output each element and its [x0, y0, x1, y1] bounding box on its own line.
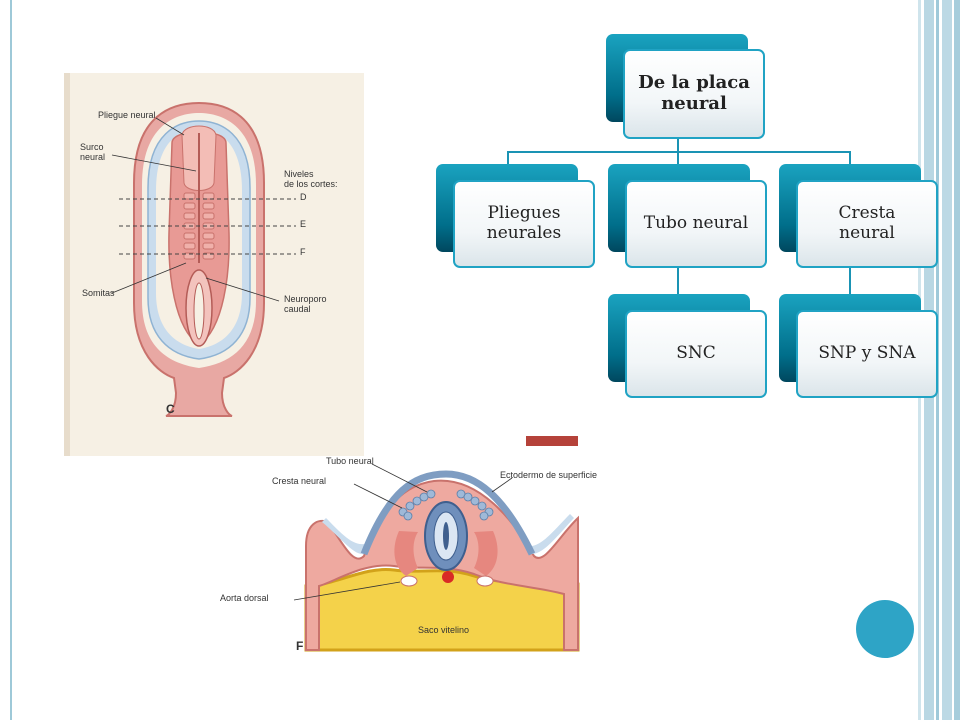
- connector-tubo-snc: [677, 268, 679, 294]
- label-saco-vitelino: Saco vitelino: [418, 625, 470, 635]
- figure-f-letter: F: [296, 639, 304, 653]
- node-snp-sna-label: SNP y SNA: [796, 310, 938, 398]
- label-neuroporo-caudal: Neuroporo caudal: [284, 294, 327, 314]
- label-level-e: E: [300, 219, 307, 229]
- figure-c-letter: C: [166, 402, 175, 416]
- connector-root-stem: [677, 138, 679, 152]
- node-root-label: De la placa neural: [623, 49, 765, 139]
- connector-branch-left: [507, 151, 509, 165]
- label-ectodermo-superficie: Ectodermo de superficie: [500, 470, 598, 480]
- label-tubo-neural: Tubo neural: [326, 456, 374, 466]
- node-snc-label: SNC: [625, 310, 767, 398]
- figure-c-embryo: Pliegue neural Surco neural Niveles de l…: [64, 73, 364, 456]
- label-surco-neural: Surco neural: [80, 142, 106, 162]
- slide-circle-button[interactable]: [856, 600, 914, 658]
- connector-branch-middle: [677, 151, 679, 165]
- node-tubo-neural-label: Tubo neural: [625, 180, 767, 268]
- connector-branch-right: [849, 151, 851, 165]
- label-niveles-cortes: Niveles de los cortes:: [284, 169, 338, 189]
- label-level-f: F: [300, 247, 306, 257]
- left-border-line: [10, 0, 12, 720]
- node-pliegues-neurales-label: Pliegues neurales: [453, 180, 595, 268]
- label-pliegue-neural: Pliegue neural: [98, 110, 156, 120]
- node-cresta-neural-label: Cresta neural: [796, 180, 938, 268]
- figure-f-cross-section: Tubo neural Cresta neural Ectodermo de s…: [214, 436, 614, 656]
- label-level-d: D: [300, 192, 307, 202]
- label-cresta-neural: Cresta neural: [272, 476, 327, 486]
- connector-cresta-snp: [849, 268, 851, 294]
- label-somitas: Somitas: [82, 288, 115, 298]
- label-aorta-dorsal: Aorta dorsal: [220, 593, 269, 603]
